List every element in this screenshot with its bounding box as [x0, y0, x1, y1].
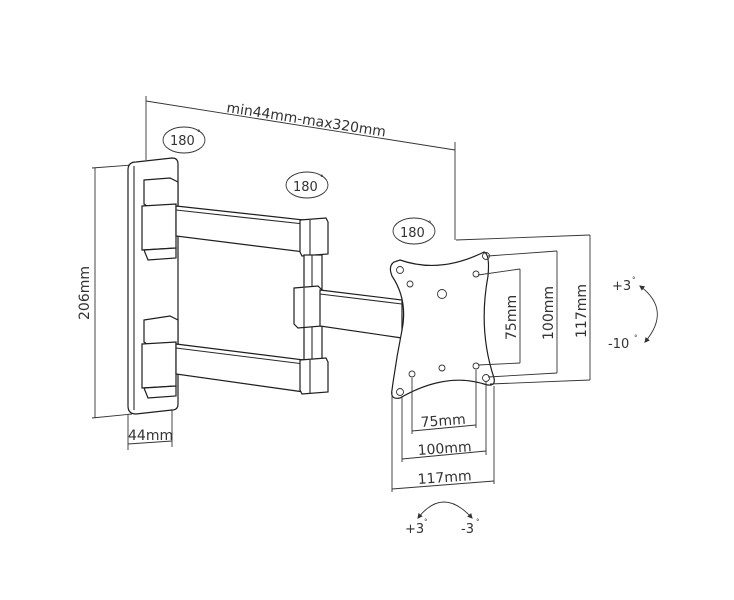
head-pivot-degree: 180 — [400, 226, 425, 241]
tilt-arrow-icon — [639, 285, 658, 343]
upper-arm — [141, 177, 329, 261]
tilt-down-label: -10 — [608, 337, 629, 352]
vesa-center-hole — [437, 289, 447, 299]
vesa-h-large-label: 117mm — [417, 468, 472, 488]
vesa-v-small-label: 75mm — [504, 295, 520, 340]
vesa-h-small-label: 75mm — [420, 412, 466, 431]
vesa-horizontal-dimensions: 75mm 100mm 117mm — [391, 370, 495, 492]
vesa-v-medium-label: 100mm — [541, 286, 557, 340]
wall-plate-depth-dimension: 44mm — [127, 410, 173, 450]
vesa-v-large-label: 117mm — [574, 284, 590, 338]
lower-arm — [141, 315, 329, 399]
arm-pivot-rotation: 180 ° — [285, 171, 329, 199]
svg-text:°: ° — [476, 518, 480, 526]
vesa-vertical-dimensions: 75mm 100mm 117mm — [455, 234, 591, 385]
front-arm — [293, 285, 403, 339]
vesa-hole — [408, 370, 416, 378]
wall-plate-height-label: 206mm — [77, 266, 93, 320]
svg-text:°: ° — [424, 518, 428, 526]
vesa-hole — [406, 280, 414, 288]
swivel-arrow-icon — [417, 501, 473, 519]
vesa-hole — [482, 374, 490, 382]
wall-plate-depth-label: 44mm — [128, 428, 173, 444]
vesa-hole — [396, 388, 404, 396]
swivel-left-label: +3 — [405, 522, 424, 537]
svg-text:°: ° — [320, 174, 324, 182]
svg-text:°: ° — [428, 220, 432, 228]
vesa-hole — [438, 364, 446, 372]
extension-label: min44mm-max320mm — [225, 100, 387, 140]
wall-plate-height-dimension: 206mm — [77, 164, 133, 419]
swivel-right-label: -3 — [461, 522, 474, 537]
vesa-hole — [472, 270, 480, 278]
wall-pivot-rotation: 180 ° — [162, 126, 206, 154]
arm-pivot-degree: 180 — [293, 180, 318, 195]
swivel-indicator: +3 ° -3 ° — [405, 501, 480, 537]
tilt-up-label: +3 — [612, 279, 631, 294]
svg-text:°: ° — [634, 334, 638, 342]
vesa-plate — [389, 251, 495, 399]
tilt-indicator: +3 ° -10 ° — [608, 276, 658, 352]
head-pivot-rotation: 180 ° — [392, 217, 436, 245]
wall-pivot-degree: 180 — [170, 134, 195, 149]
vesa-h-medium-label: 100mm — [417, 439, 472, 459]
vesa-hole — [472, 362, 480, 370]
svg-text:°: ° — [632, 276, 636, 284]
svg-text:°: ° — [197, 129, 201, 137]
vesa-hole — [396, 266, 404, 274]
